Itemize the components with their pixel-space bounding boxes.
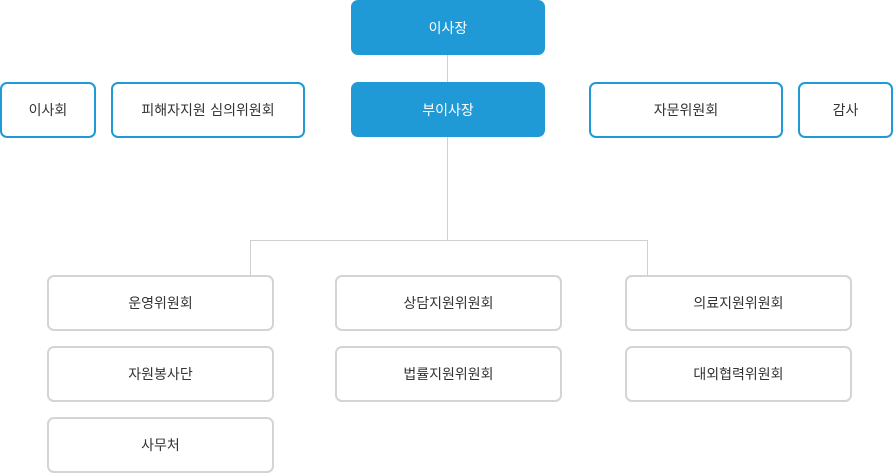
vice-chairman-label: 부이사장 <box>422 102 474 119</box>
chairman-label: 이사장 <box>428 20 468 37</box>
chairman-box: 이사장 <box>351 0 545 55</box>
connector-col3 <box>647 240 648 276</box>
operations-committee-box: 운영위원회 <box>47 275 274 331</box>
board-box: 이사회 <box>0 82 96 138</box>
legal-support-committee-box: 법률지원위원회 <box>335 346 562 402</box>
connector-vice-down <box>447 137 448 240</box>
secretariat-label: 사무처 <box>141 438 180 454</box>
medical-support-committee-label: 의료지원위원회 <box>693 296 784 312</box>
connector-col1 <box>250 240 251 276</box>
advisory-committee-label: 자문위원회 <box>653 103 719 119</box>
volunteer-group-label: 자원봉사단 <box>128 367 193 383</box>
operations-committee-label: 운영위원회 <box>128 296 193 312</box>
audit-label: 감사 <box>832 103 859 119</box>
legal-support-committee-label: 법률지원위원회 <box>403 367 494 383</box>
connector-horizontal <box>250 240 648 241</box>
external-cooperation-committee-label: 대외협력위원회 <box>693 367 784 383</box>
advisory-committee-box: 자문위원회 <box>589 82 783 138</box>
volunteer-group-box: 자원봉사단 <box>47 346 274 402</box>
vice-chairman-box: 부이사장 <box>351 82 545 137</box>
victim-review-committee-box: 피해자지원 심의위원회 <box>111 82 305 138</box>
board-label: 이사회 <box>28 103 68 119</box>
connector-chair-vice <box>447 55 448 82</box>
external-cooperation-committee-box: 대외협력위원회 <box>625 346 852 402</box>
counseling-support-committee-label: 상담지원위원회 <box>403 296 494 312</box>
secretariat-box: 사무처 <box>47 417 274 473</box>
medical-support-committee-box: 의료지원위원회 <box>625 275 852 331</box>
audit-box: 감사 <box>798 82 893 138</box>
victim-review-committee-label: 피해자지원 심의위원회 <box>141 103 275 119</box>
counseling-support-committee-box: 상담지원위원회 <box>335 275 562 331</box>
